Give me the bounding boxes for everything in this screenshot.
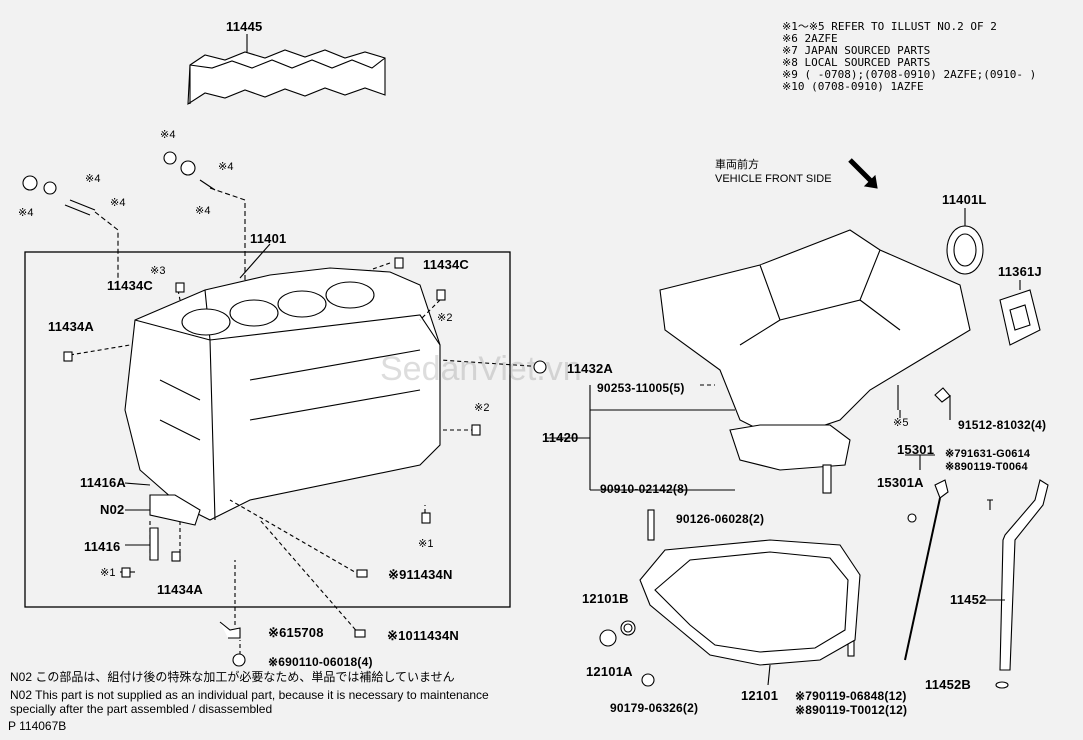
- part-label-11432A[interactable]: 11432A: [567, 361, 614, 376]
- ref-mark-4: ※4: [18, 207, 34, 219]
- part-label-11420[interactable]: 11420: [542, 430, 579, 445]
- part-label-790119[interactable]: ※790119-06848(12): [795, 689, 907, 703]
- part-label-890119-T0012[interactable]: ※890119-T0012(12): [795, 703, 908, 717]
- bolts-top-left: [22, 151, 216, 216]
- part-label-890119[interactable]: ※890119-T0064: [945, 461, 1028, 473]
- note-line-1: ※1～※5 REFER TO ILLUST NO.2 OF 2: [782, 20, 997, 33]
- part-label-11416A[interactable]: 11416A: [80, 475, 127, 490]
- note-line-3: ※7 JAPAN SOURCED PARTS: [782, 44, 931, 57]
- part-label-11434N[interactable]: ※911434N: [388, 567, 453, 582]
- part-label-11416[interactable]: 11416: [84, 539, 121, 554]
- part-label-15708[interactable]: ※615708: [268, 625, 324, 640]
- footnote-en-2: specially after the part assembled / dis…: [10, 702, 273, 716]
- part-label-15301A[interactable]: 15301A: [877, 475, 924, 490]
- part-label-11434C[interactable]: 11434C: [107, 278, 154, 293]
- part-label-12101B[interactable]: 12101B: [582, 591, 629, 606]
- watermark: SedanViet.vn: [380, 350, 582, 388]
- footnote-en-1: N02 This part is not supplied as an indi…: [10, 688, 489, 702]
- part-label-90910[interactable]: 90910-02142(8): [600, 482, 689, 496]
- block-group-frame: [24, 251, 511, 608]
- note-line-2: ※6 2AZFE: [782, 32, 838, 45]
- note-line-5: ※9 ( -0708);(0708-0910) 2AZFE;(0910- ): [782, 68, 1037, 81]
- part-label-11401L[interactable]: 11401L: [942, 192, 987, 207]
- part-label-90126[interactable]: 90126-06028(2): [676, 512, 765, 526]
- ref-mark-1: ※1: [100, 567, 116, 579]
- ref-mark-4: ※4: [110, 197, 126, 209]
- part-label-11434A[interactable]: 11434A: [157, 582, 204, 597]
- part-label-12101[interactable]: 12101: [741, 688, 779, 703]
- part-label-11452[interactable]: 11452: [950, 592, 987, 607]
- part-label-N02[interactable]: N02: [100, 502, 125, 517]
- footnote-jp: N02 この部品は、組付け後の特殊な加工が必要なため、単品では補給していません: [10, 670, 455, 684]
- ref-mark-2: ※2: [474, 402, 490, 414]
- ref-mark-4: ※4: [160, 129, 176, 141]
- direction-jp: 車両前方: [715, 159, 759, 171]
- part-label-11434C[interactable]: 11434C: [423, 257, 470, 272]
- part-label-12101A[interactable]: 12101A: [586, 664, 633, 679]
- part-label-11452B[interactable]: 11452B: [925, 677, 972, 692]
- ref-mark-2: ※2: [437, 312, 453, 324]
- dipstick-guide-11452-part: [995, 479, 1049, 689]
- part-label-91512[interactable]: 91512-81032(4): [958, 418, 1047, 432]
- part-label-90179[interactable]: 90179-06326(2): [610, 701, 699, 715]
- cover-11445-part: [187, 49, 386, 106]
- ref-mark-5: ※5: [893, 417, 909, 429]
- oil-seal-11401L-part: [946, 225, 984, 275]
- dipstick-15301-part: [904, 479, 949, 661]
- part-label-15301[interactable]: 15301: [897, 442, 935, 457]
- note-line-6: ※10 (0708-0910) 1AZFE: [782, 80, 924, 93]
- part-label-11434A[interactable]: 11434A: [48, 319, 95, 334]
- note-line-4: ※8 LOCAL SOURCED PARTS: [782, 56, 931, 69]
- ref-mark-1: ※1: [418, 538, 434, 550]
- oil-pan-12101-part: [639, 539, 861, 666]
- gasket-11361J-part: [999, 289, 1041, 346]
- part-label-90110[interactable]: ※690110-06018(4): [268, 655, 373, 669]
- cylinder-block-11401-part: [124, 267, 441, 521]
- drain-plug-parts: [599, 620, 636, 647]
- oil-pan-upper-11420-part: [659, 229, 971, 471]
- ref-mark-4: ※4: [218, 161, 234, 173]
- ref-mark-3: ※3: [150, 265, 166, 277]
- ref-mark-4: ※4: [195, 205, 211, 217]
- direction-en: VEHICLE FRONT SIDE: [715, 173, 832, 185]
- part-label-11445[interactable]: 11445: [226, 19, 263, 34]
- part-label-11361J[interactable]: 11361J: [998, 264, 1042, 279]
- part-label-11434N[interactable]: ※1011434N: [387, 628, 459, 643]
- part-label-11401[interactable]: 11401: [250, 231, 287, 246]
- ref-mark-4: ※4: [85, 173, 101, 185]
- part-label-90253[interactable]: 90253-11005(5): [597, 381, 685, 395]
- illustration-number: P 114067B: [8, 719, 67, 733]
- part-label-791631[interactable]: ※791631-G0614: [945, 448, 1031, 460]
